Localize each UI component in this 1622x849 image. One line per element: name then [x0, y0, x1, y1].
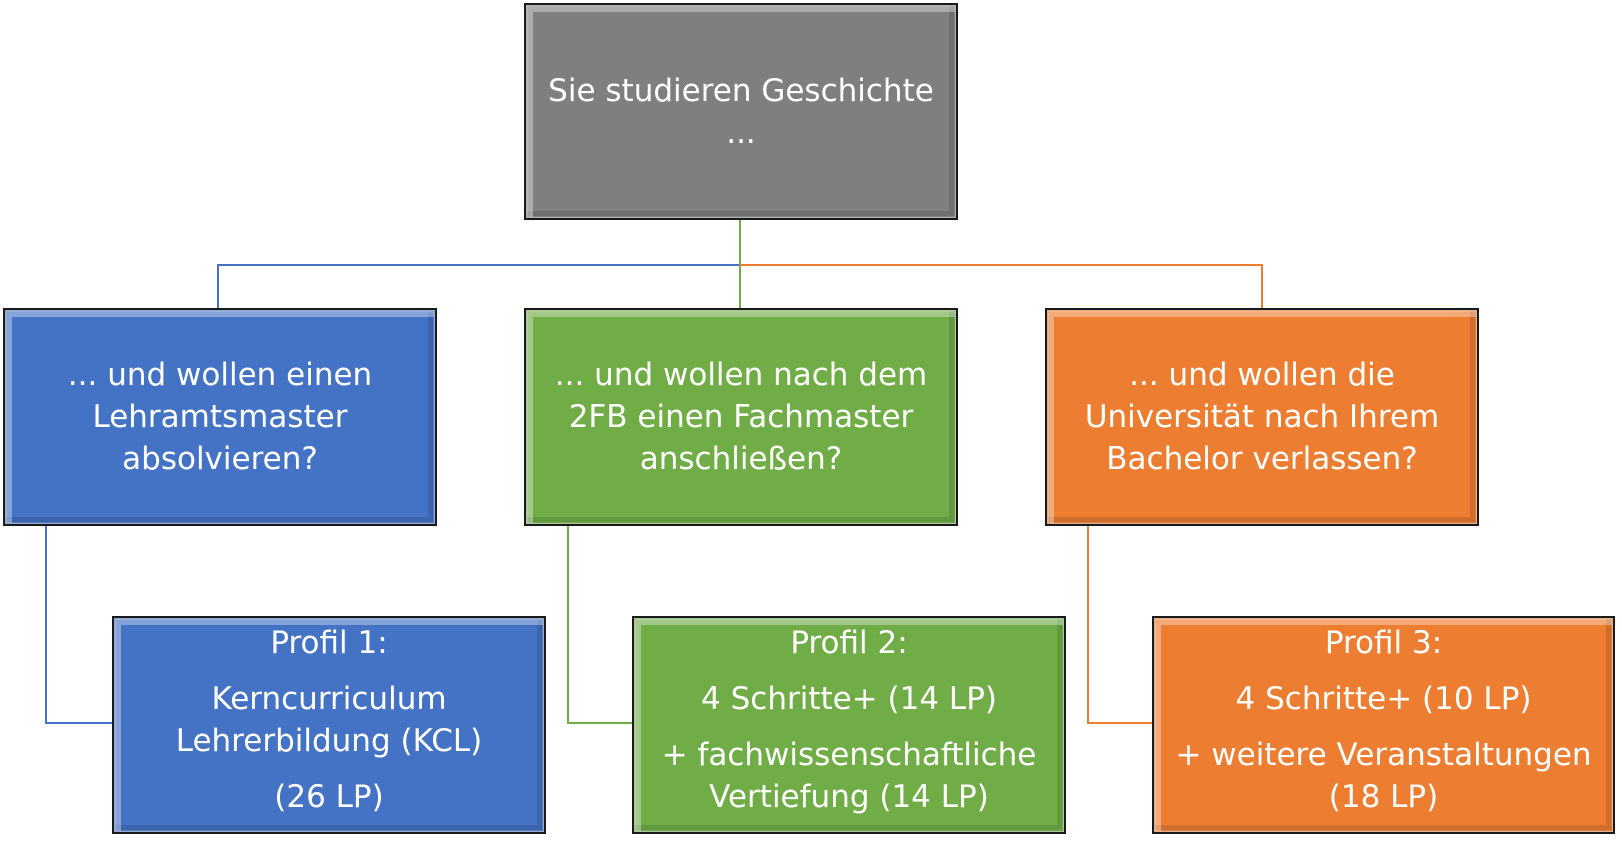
branch-line: Universität nach Ihrem: [1084, 399, 1440, 435]
profile-body: (18 LP): [1328, 779, 1439, 815]
profile-body: + fachwissenschaftliche: [661, 737, 1037, 773]
branch-line: 2FB einen Fachmaster: [568, 399, 914, 435]
branch-line: anschließen?: [639, 441, 843, 477]
profile-3-node: Profil 3: 4 Schritte+ (10 LP) + weitere …: [1152, 616, 1615, 834]
profile-1-node: Profil 1: Kerncurriculum Lehrerbildung (…: [112, 616, 546, 834]
profile-body: + weitere Veranstaltungen: [1175, 737, 1592, 773]
branch-node-subject-master: ... und wollen nach dem 2FB einen Fachma…: [524, 308, 958, 526]
profile-title: Profil 2:: [790, 625, 908, 661]
branch-node-leave-university: ... und wollen die Universität nach Ihre…: [1045, 308, 1479, 526]
profile-body: Kerncurriculum: [211, 681, 447, 717]
root-line-2: ...: [726, 114, 756, 151]
profile-title: Profil 1:: [270, 625, 388, 661]
connector-blue-profile: [45, 526, 112, 724]
branch-line: ... und wollen nach dem: [554, 357, 928, 393]
branch-line: ... und wollen einen: [67, 357, 373, 393]
root-node: Sie studieren Geschichte ...: [524, 3, 958, 220]
connector-root-blue: [217, 220, 741, 308]
root-line-1: Sie studieren Geschichte: [548, 72, 934, 109]
profile-body: 4 Schritte+ (10 LP): [1235, 681, 1532, 717]
profile-body: Vertiefung (14 LP): [709, 779, 989, 815]
profile-body: Lehrerbildung (KCL): [175, 723, 483, 759]
branch-line: ... und wollen die: [1129, 357, 1395, 393]
branch-node-teaching: ... und wollen einen Lehramtsmaster abso…: [3, 308, 437, 526]
branch-line: absolvieren?: [122, 441, 318, 477]
connector-orange-profile: [1087, 526, 1152, 724]
branch-line: Bachelor verlassen?: [1106, 441, 1418, 477]
profile-2-node: Profil 2: 4 Schritte+ (14 LP) + fachwiss…: [632, 616, 1066, 834]
profile-body: (26 LP): [274, 779, 384, 815]
profile-body: 4 Schritte+ (14 LP): [701, 681, 997, 717]
profile-title: Profil 3:: [1324, 625, 1443, 661]
connector-root-orange: [740, 264, 1263, 308]
branch-line: Lehramtsmaster: [92, 399, 348, 435]
connector-green-profile: [567, 526, 632, 724]
